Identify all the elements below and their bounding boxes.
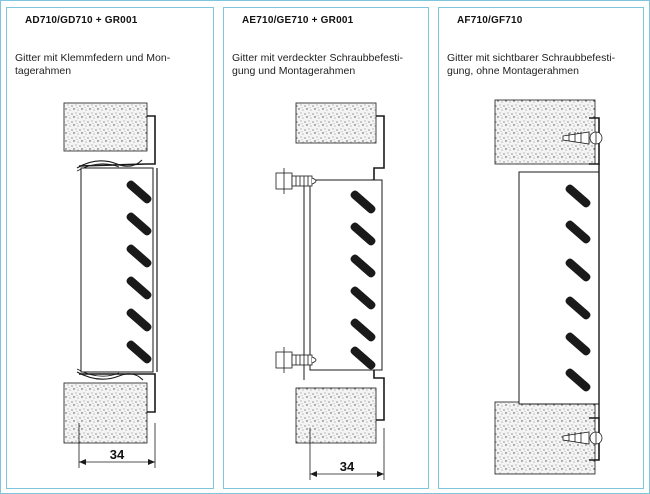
- description-line: Gitter mit Klemmfedern und Mon-: [15, 52, 171, 64]
- description-line: tagerahmen: [15, 65, 72, 77]
- louver-tip: [143, 258, 151, 266]
- louver-tip: [367, 268, 375, 276]
- louver-tip: [582, 198, 590, 206]
- louver-group: [565, 184, 591, 392]
- section-drawing: 34: [275, 102, 385, 480]
- louver-tip: [143, 322, 151, 330]
- panel-clamp-springs: AD710/GD710 + GR001 Gitter mit Klemmfede…: [6, 7, 214, 489]
- section-drawing: 34: [63, 102, 158, 468]
- louver-group: [126, 180, 152, 364]
- wall-upper: [295, 102, 377, 144]
- wall-upper: [494, 99, 596, 165]
- panel-description: Gitter mit Klemmfedern und Mon- tagerahm…: [15, 52, 205, 78]
- louver-tip: [582, 272, 590, 280]
- grille-body: [518, 171, 600, 405]
- louver-tip: [582, 234, 590, 242]
- dimension-label: 34: [110, 447, 125, 462]
- louver-tip: [367, 204, 375, 212]
- panel-title: AE710/GE710 + GR001: [242, 15, 354, 26]
- description-line: Gitter mit verdeckter Schraubbefesti-: [232, 52, 403, 64]
- louver-tip: [367, 332, 375, 340]
- panel-title: AD710/GD710 + GR001: [25, 15, 138, 26]
- screw-bottom: [562, 431, 603, 445]
- panel-description: Gitter mit verdeckter Schraubbefesti- gu…: [232, 52, 422, 78]
- louver-tip: [582, 310, 590, 318]
- panel-title: AF710/GF710: [457, 15, 523, 26]
- wall-lower: [63, 382, 148, 444]
- screw-top: [275, 168, 317, 194]
- louver-tip: [143, 290, 151, 298]
- screw-bottom: [275, 347, 317, 373]
- louver-tip: [367, 360, 375, 368]
- grille-body: [80, 167, 154, 373]
- louver-tip: [367, 236, 375, 244]
- screw-top: [562, 131, 603, 145]
- description-line: Gitter mit sichtbarer Schraubbefesti-: [447, 52, 616, 64]
- louver-group: [350, 190, 376, 370]
- panel-visible-screws: AF710/GF710 Gitter mit sichtbarer Schrau…: [438, 7, 644, 489]
- description-line: gung, ohne Montagerahmen: [447, 65, 579, 77]
- section-drawing: [494, 99, 603, 475]
- louver-tip: [582, 382, 590, 390]
- panel-concealed-screws: AE710/GE710 + GR001 Gitter mit verdeckte…: [223, 7, 429, 489]
- panel-description: Gitter mit sichtbarer Schraubbefesti- gu…: [447, 52, 637, 78]
- louver-tip: [143, 354, 151, 362]
- louver-tip: [143, 194, 151, 202]
- louver-tip: [143, 226, 151, 234]
- clamp-spring-bottom: [76, 371, 144, 381]
- wall-lower: [295, 387, 377, 444]
- dimension-label: 34: [340, 459, 355, 474]
- mounting-frame-top: [78, 115, 156, 167]
- description-line: gung und Montagerahmen: [232, 65, 356, 77]
- clamp-spring-top: [76, 159, 143, 169]
- louver-tip: [582, 346, 590, 354]
- wall-upper: [63, 102, 148, 152]
- louver-tip: [367, 300, 375, 308]
